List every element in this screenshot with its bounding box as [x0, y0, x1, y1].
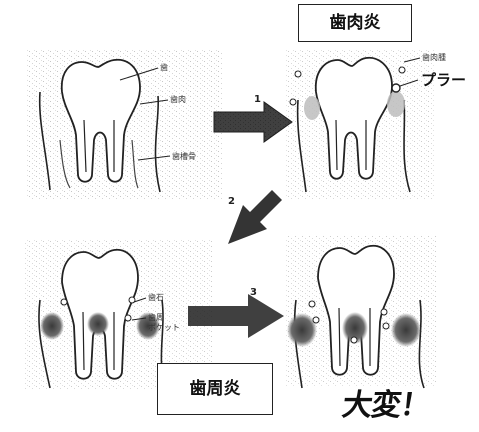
- arrow-step-2: [228, 190, 282, 244]
- label-bone: 歯槽骨: [172, 152, 196, 161]
- label-pocket-line2: ポケット: [148, 323, 180, 332]
- gingivitis-swelling-left: [304, 96, 320, 120]
- severe-tartar-dot: [351, 337, 357, 343]
- severe-inflamed-area: [391, 313, 421, 347]
- inflamed-area: [87, 312, 109, 336]
- arrow-2-body: [228, 190, 282, 244]
- severe-tartar-dot: [313, 317, 319, 323]
- severe-tartar-dot: [383, 323, 389, 329]
- bacteria-dot: [295, 71, 301, 77]
- label-tooth: 歯: [160, 63, 168, 72]
- severe-tartar-dot: [309, 301, 315, 307]
- tartar-dot: [125, 315, 131, 321]
- arrow-1-fill: [214, 102, 292, 142]
- gingivitis-swelling-right: [387, 91, 405, 117]
- bacteria-dot: [290, 99, 296, 105]
- label-tartar: 歯石: [148, 293, 164, 302]
- label-plaque: プラー: [421, 72, 466, 88]
- step-number-3: 3: [250, 287, 257, 298]
- healthy-tooth-panel: [26, 50, 222, 200]
- arrow-step-1: [214, 102, 292, 142]
- plaque-dot: [392, 84, 400, 92]
- tartar-dot: [61, 299, 67, 305]
- severe-inflamed-area: [287, 313, 317, 347]
- periodontitis-title: 歯周炎: [157, 363, 273, 415]
- severe-tooth-panel: [286, 236, 436, 388]
- gingivitis-title: 歯肉炎: [298, 4, 412, 42]
- bacteria-dot: [399, 67, 405, 73]
- label-gum: 歯肉: [170, 95, 186, 104]
- label-pocket-line1: 歯周: [148, 313, 164, 322]
- gingivitis-tooth-panel: [285, 50, 435, 200]
- step-number-2: 2: [228, 196, 235, 207]
- severe-caption: 大変！: [340, 380, 433, 424]
- label-swelling: 歯肉腫: [422, 53, 446, 62]
- inflamed-area: [40, 312, 64, 340]
- step-number-1: 1: [254, 94, 261, 105]
- severe-tartar-dot: [381, 309, 387, 315]
